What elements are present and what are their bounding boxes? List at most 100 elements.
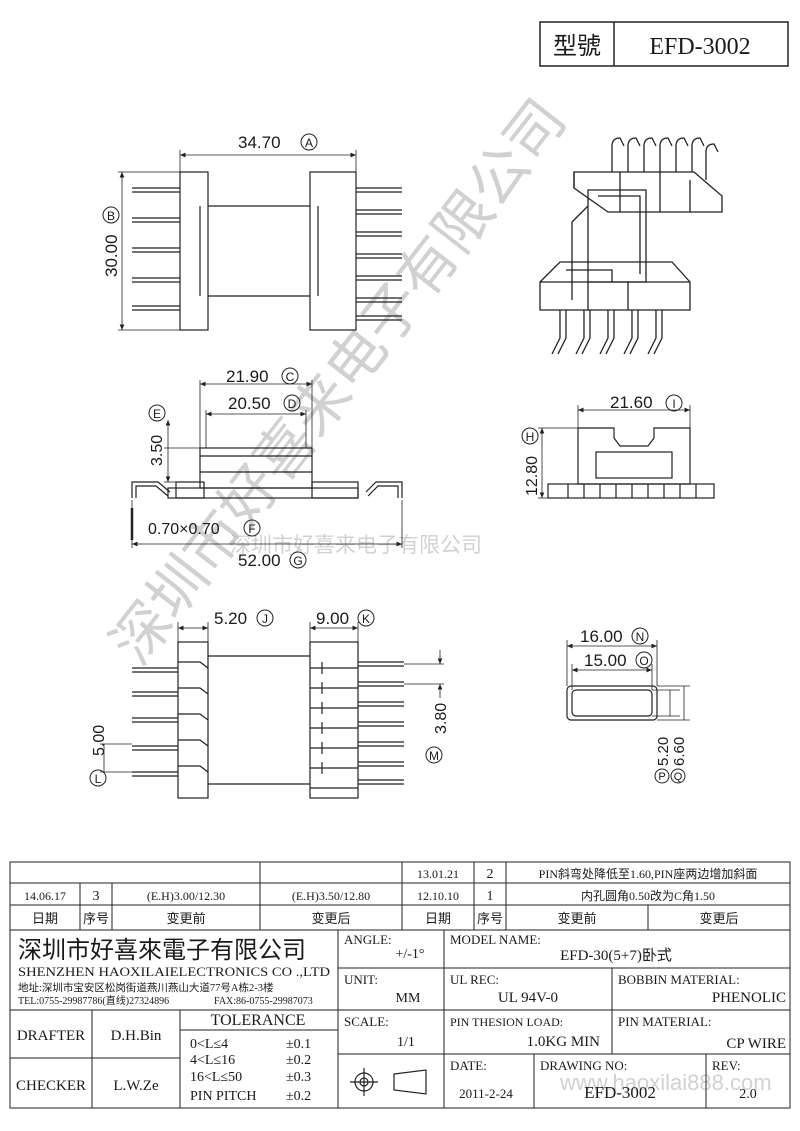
tag-g: G	[293, 554, 302, 568]
drafter-value: D.H.Bin	[111, 1028, 162, 1044]
tag-n: N	[636, 630, 645, 644]
rev-label: REV:	[712, 1058, 741, 1073]
date-value: 2011-2-24	[459, 1086, 513, 1101]
dim-h: 12.80	[524, 456, 541, 496]
section-view	[566, 640, 690, 721]
tag-a: A	[305, 136, 313, 150]
rev-row3-date: 14.06.17	[24, 889, 66, 903]
tol-range-3: 16<L≤50	[190, 1070, 242, 1085]
rev-row3-after: (E.H)3.50/12.80	[292, 889, 370, 903]
scale-label: SCALE:	[344, 1014, 389, 1029]
tol-value-3: ±0.3	[286, 1070, 311, 1085]
rev-header-date-right: 日期	[425, 911, 451, 926]
dim-d: 20.50	[228, 394, 271, 413]
title-block	[9, 929, 791, 1109]
model-name-value: EFD-30(5+7)卧式	[560, 947, 672, 964]
company-name-en: SHENZHEN HAOXILAIELECTRONICS CO .,LTD	[18, 964, 330, 979]
drafter-label: DRAFTER	[17, 1028, 85, 1044]
dim-g: 52.00	[238, 551, 281, 570]
bobbin-label: BOBBIN MATERIAL:	[618, 972, 740, 987]
rev-header-before-right: 变更前	[557, 911, 596, 926]
rev-row1-no: 1	[487, 889, 494, 904]
model-name-label: MODEL NAME:	[450, 932, 541, 947]
unit-value: MM	[396, 991, 421, 1006]
isometric-view	[539, 137, 723, 355]
tag-f: F	[248, 522, 255, 536]
rev-header-after-left: 变更后	[311, 911, 350, 926]
drawing-no-value: EFD-3002	[584, 1083, 656, 1102]
tol-range-1: 0<L≤4	[190, 1037, 228, 1052]
dim-n: 16.00	[580, 627, 623, 646]
side-view	[538, 405, 715, 499]
checker-value: L.W.Ze	[113, 1078, 159, 1094]
dim-k: 9.00	[316, 609, 349, 628]
rev-row3-no: 3	[93, 889, 100, 904]
rev-row3-before: (E.H)3.00/12.30	[147, 889, 225, 903]
top-view	[118, 150, 402, 331]
tol-value-1: ±0.1	[286, 1037, 311, 1052]
dim-q: 6.60	[671, 737, 688, 766]
tag-e: E	[153, 407, 161, 421]
header-box	[539, 21, 789, 67]
company-name-cn: 深圳市好喜來電子有限公司	[18, 937, 306, 964]
dim-c: 21.90	[226, 367, 269, 386]
tag-b: B	[107, 209, 115, 223]
rev-row2-no: 2	[487, 867, 494, 882]
scale-value: 1/1	[397, 1035, 415, 1050]
company-address: 地址:深圳市宝安区松岗街道燕川燕山大道77号A栋2-3楼	[18, 981, 274, 994]
tol-range-4: PIN PITCH	[190, 1089, 257, 1104]
date-label: DATE:	[450, 1058, 487, 1073]
dim-b: 30.00	[102, 234, 121, 277]
tol-value-2: ±0.2	[286, 1053, 311, 1068]
tol-value-4: ±0.2	[286, 1089, 311, 1104]
ul-value: UL 94V-0	[498, 990, 558, 1006]
tolerance-title: TOLERANCE	[211, 1012, 306, 1029]
company-fax: FAX:86-0755-29987073	[214, 996, 313, 1007]
tag-q: Q	[674, 771, 683, 783]
rev-header-before-left: 变更前	[166, 911, 205, 926]
pin-load-value: 1.0KG MIN	[527, 1034, 600, 1050]
angle-value: +/-1°	[395, 947, 424, 962]
dim-o: 15.00	[584, 651, 627, 670]
dim-f: 0.70×0.70	[148, 521, 220, 538]
rev-row2-date: 13.01.21	[417, 867, 459, 881]
tag-d: D	[288, 397, 297, 411]
model-label: 型號	[553, 33, 601, 60]
rev-header-no-right: 序号	[477, 911, 503, 926]
tag-j: J	[262, 612, 268, 626]
tag-o: O	[639, 654, 648, 668]
dim-e: 3.50	[149, 435, 166, 466]
angle-label: ANGLE:	[344, 932, 392, 947]
tag-i: I	[672, 397, 675, 411]
bobbin-value: PHENOLIC	[712, 990, 786, 1006]
rev-header-no-left: 序号	[83, 911, 109, 926]
unit-label: UNIT:	[344, 972, 378, 987]
rev-row1-change: 内孔圆角0.50改为C角1.50	[581, 889, 715, 903]
bottom-view	[100, 622, 444, 799]
dim-i: 21.60	[610, 393, 653, 412]
dim-m: 3.80	[433, 703, 450, 734]
dim-j: 5.20	[214, 609, 247, 628]
company-tel: TEL:0755-29987786(直线)27324896	[18, 994, 169, 1007]
rev-header-date-left: 日期	[32, 911, 58, 926]
tag-k: K	[362, 612, 370, 626]
pin-material-value: CP WIRE	[726, 1036, 786, 1052]
ul-label: UL REC:	[450, 972, 499, 987]
dim-p: 5.20	[655, 737, 672, 766]
checker-label: CHECKER	[16, 1078, 86, 1094]
tag-l: L	[95, 772, 102, 786]
drawing-no-label: DRAWING NO:	[540, 1058, 627, 1073]
tol-range-2: 4<L≤16	[190, 1053, 235, 1068]
model-value: EFD-3002	[649, 34, 750, 60]
tag-m: M	[429, 749, 439, 763]
rev-row1-date: 12.10.10	[417, 889, 459, 903]
tag-p: P	[658, 771, 665, 783]
pin-material-label: PIN MATERIAL:	[618, 1014, 712, 1029]
pin-load-label: PIN THESION LOAD:	[450, 1015, 563, 1029]
dim-a: 34.70	[238, 133, 281, 152]
tag-c: C	[286, 370, 295, 384]
tag-h: H	[526, 430, 535, 444]
projection-symbol-icon	[350, 1068, 427, 1096]
front-view	[130, 380, 403, 548]
